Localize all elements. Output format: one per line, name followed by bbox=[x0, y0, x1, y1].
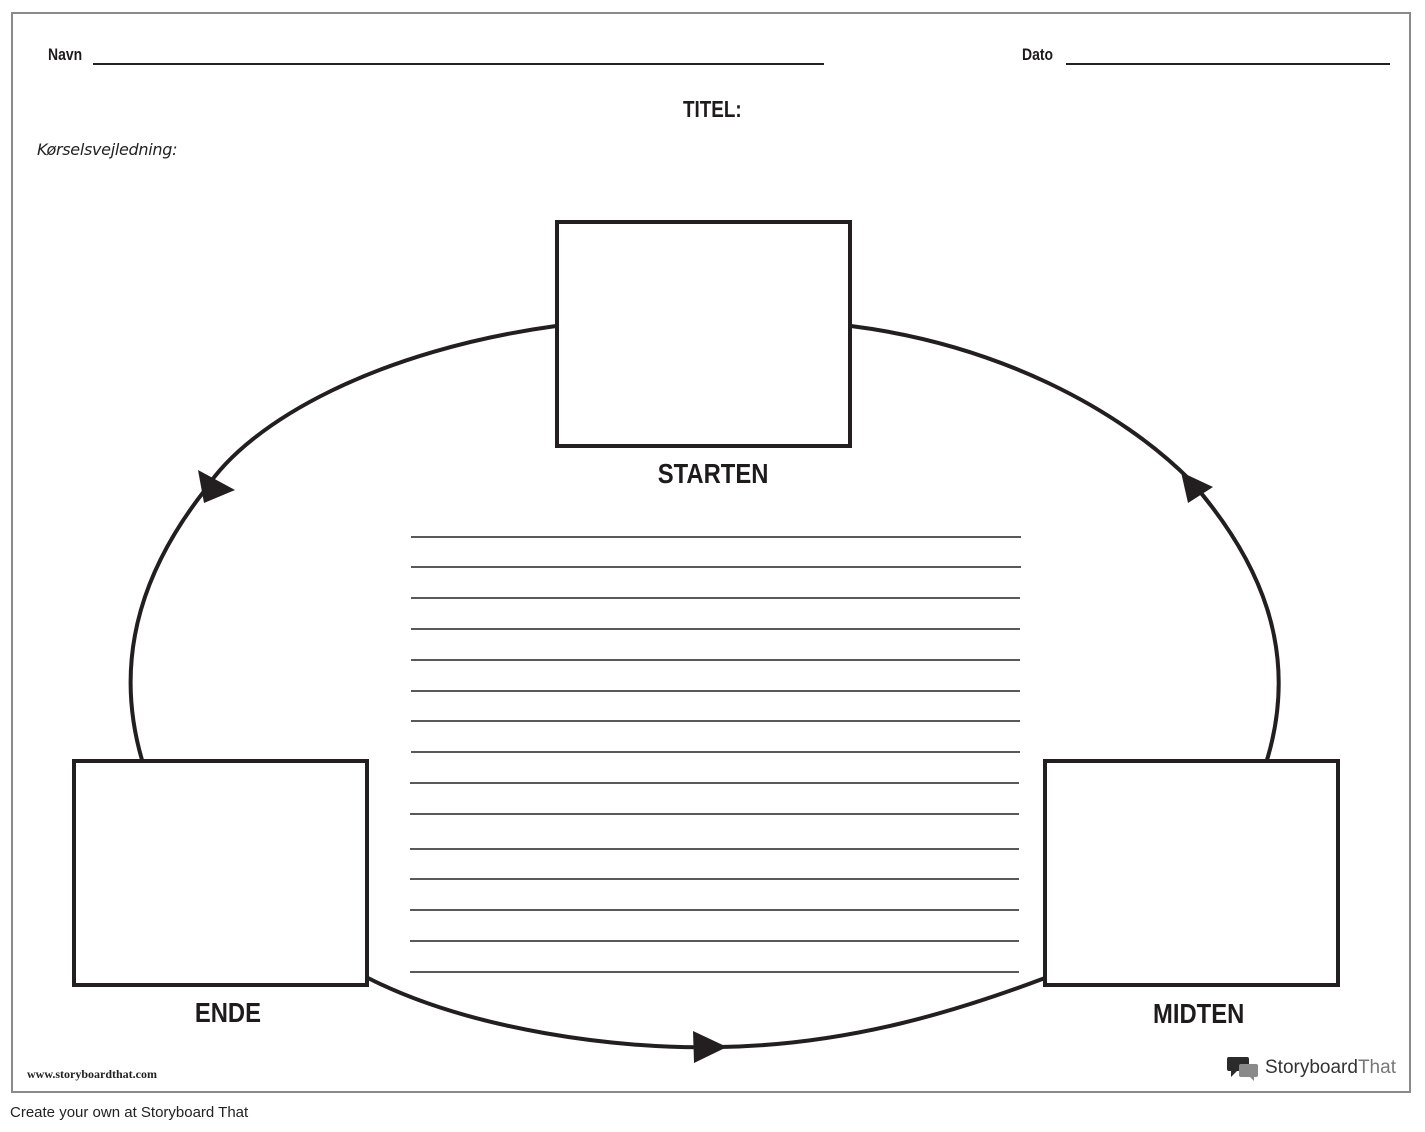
name-label: Navn bbox=[48, 45, 83, 64]
start-caption: STARTEN bbox=[657, 458, 769, 489]
brand-name-bold: Storyboard bbox=[1265, 1057, 1358, 1078]
middle-box[interactable] bbox=[1043, 759, 1340, 987]
speech-bubbles-icon bbox=[1227, 1057, 1258, 1081]
create-your-own-link[interactable]: Create your own at Storyboard That bbox=[10, 1104, 249, 1121]
middle-caption: MIDTEN bbox=[1153, 998, 1245, 1029]
date-label: Dato bbox=[1022, 45, 1053, 64]
date-field-line[interactable] bbox=[1066, 63, 1390, 65]
arrowhead-bottom bbox=[693, 1031, 727, 1063]
brand-name-thin: That bbox=[1357, 1057, 1396, 1078]
arrowhead-right bbox=[1181, 472, 1213, 503]
arrowhead-left bbox=[198, 470, 235, 503]
title-label: TITEL: bbox=[683, 96, 742, 122]
instructions-label: Kørselsvejledning: bbox=[37, 140, 178, 159]
website-link[interactable]: www.storyboardthat.com bbox=[27, 1067, 157, 1081]
end-caption: ENDE bbox=[194, 997, 261, 1028]
storyboardthat-logo[interactable]: StoryboardThat bbox=[1227, 1055, 1396, 1081]
end-box[interactable] bbox=[72, 759, 369, 987]
start-box[interactable] bbox=[555, 220, 852, 448]
name-field-line[interactable] bbox=[93, 63, 824, 65]
